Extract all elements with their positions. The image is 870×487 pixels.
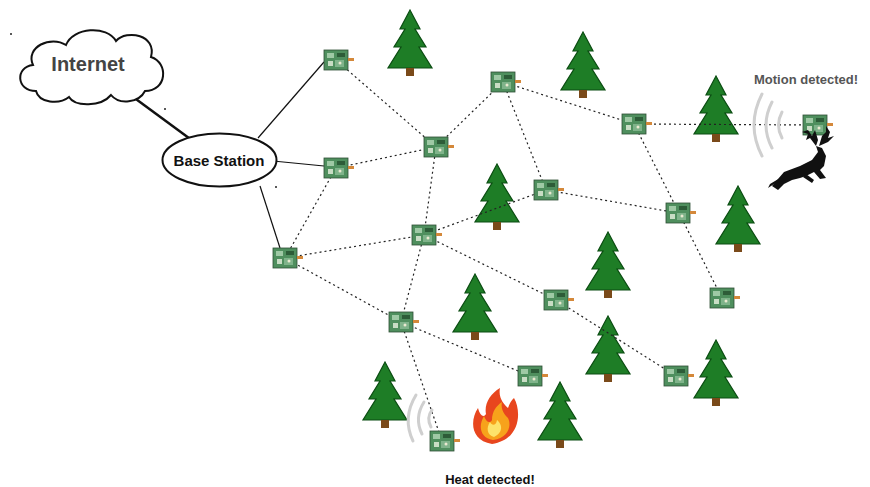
alert-label: Motion detected! (754, 72, 858, 87)
sensor-motes (273, 50, 833, 451)
deer-silhouette (768, 126, 834, 190)
signal-waves (408, 94, 782, 441)
trees (363, 10, 760, 448)
connector-line (131, 96, 191, 140)
base-station-ellipse: Base Station (161, 132, 278, 188)
fire-flame (473, 388, 518, 444)
mesh-links (285, 60, 815, 441)
alert-label: Heat detected! (445, 472, 535, 487)
node-text: Internet (51, 53, 124, 76)
node-text: Base Station (174, 152, 265, 169)
internet-cloud: Internet (11, 21, 166, 107)
